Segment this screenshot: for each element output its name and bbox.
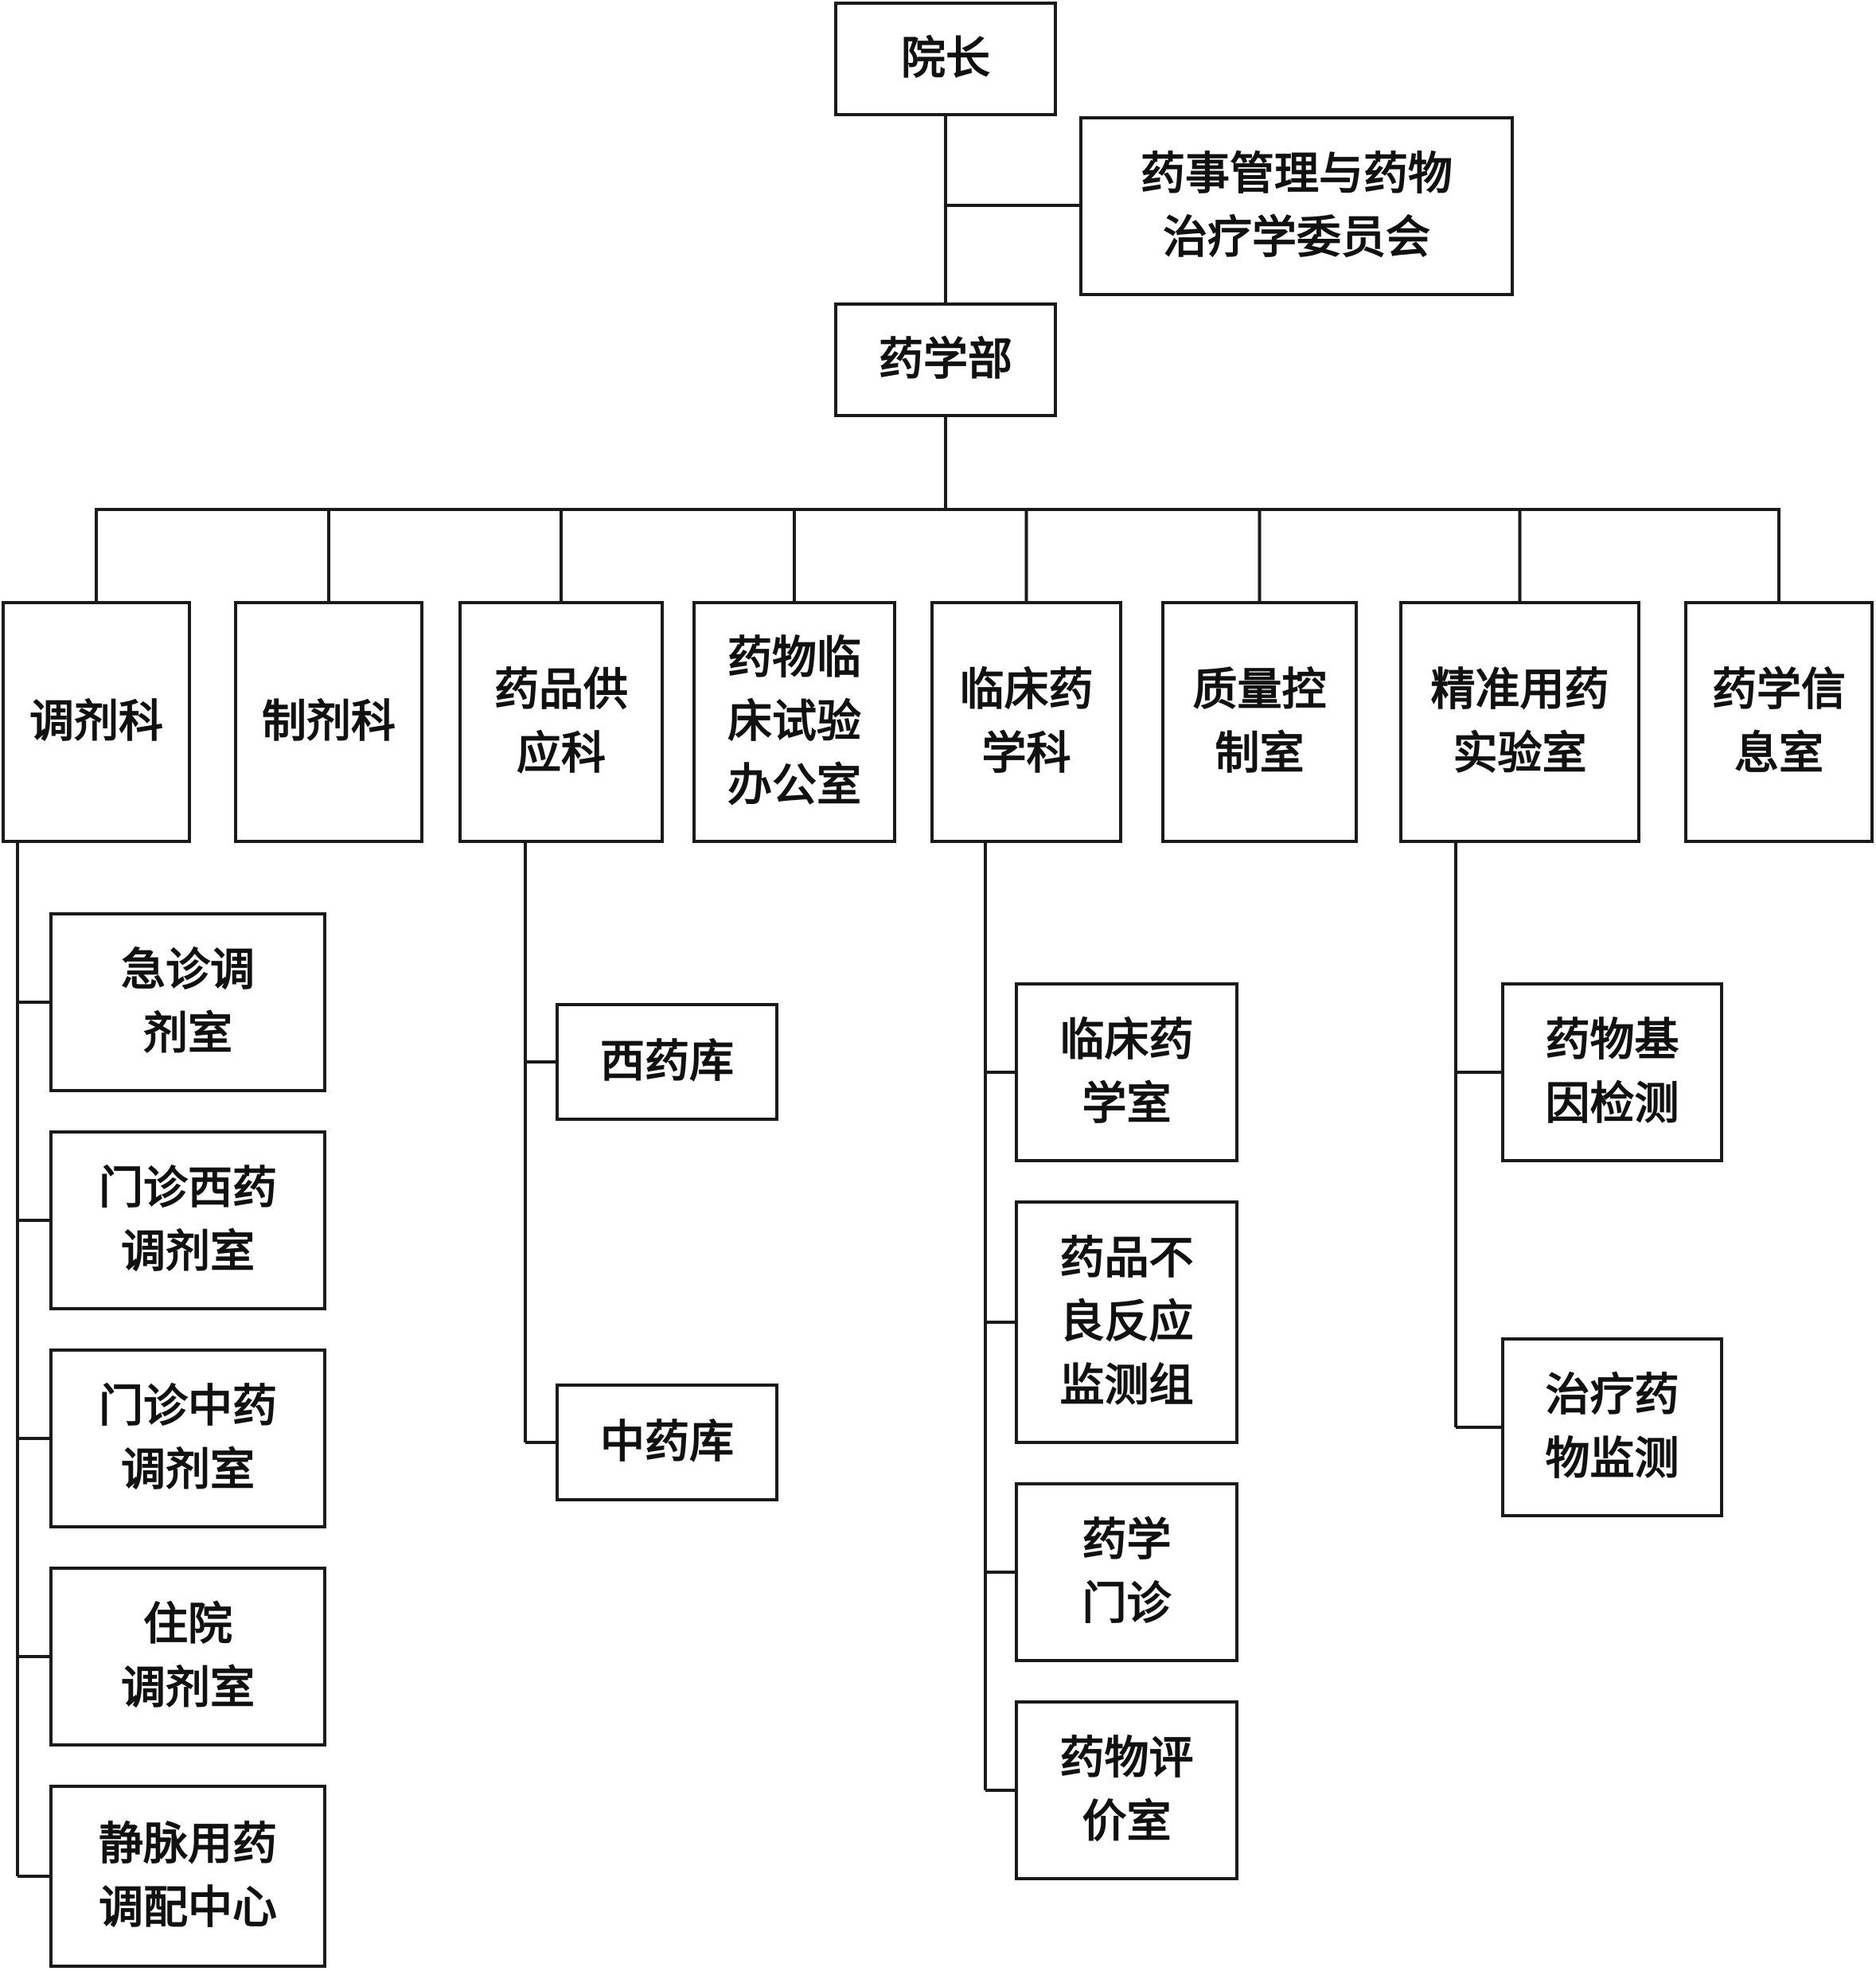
unit-dispensing-label-line: 调剂科 xyxy=(29,697,163,748)
committee-node-box xyxy=(1079,116,1514,296)
unit-clinical-pharmacy-sub-node-label-line: 门诊 xyxy=(1082,1579,1172,1630)
unit-dispensing-sub-node-label-line: 静脉用药 xyxy=(99,1819,277,1871)
unit-precision-lab-sub-node-label-line: 因检测 xyxy=(1546,1079,1679,1130)
unit-dispensing-sub-node-label-line: 调剂室 xyxy=(121,1445,255,1497)
pharmacy-dept-node-label-line: 药学部 xyxy=(879,334,1012,386)
unit-dispensing-sub-node-label-line: 调剂室 xyxy=(121,1663,255,1715)
unit-supply-label-line: 应科 xyxy=(517,728,606,780)
unit-dispensing-sub-node-box xyxy=(49,1348,326,1528)
unit-clinical-pharmacy-sub-node-label-line: 临床药 xyxy=(1060,1015,1194,1067)
unit-supply-label-line: 药品供 xyxy=(494,665,628,716)
unit-dispensing-sub-node-label-line: 门诊中药 xyxy=(99,1381,277,1433)
unit-supply-sub-node-label-line: 中药库 xyxy=(600,1417,734,1469)
unit-dispensing-sub-node-box xyxy=(49,1567,326,1747)
unit-dispensing-sub-node-box xyxy=(49,912,326,1092)
unit-clinical-pharmacy-sub-node-label-line: 良反应 xyxy=(1060,1297,1194,1348)
unit-info-room-box xyxy=(1684,601,1874,843)
unit-clinical-pharmacy-sub-node-box xyxy=(1015,1200,1238,1444)
unit-clinical-pharmacy-box xyxy=(930,601,1122,843)
unit-dispensing-sub-node-label-line: 住院 xyxy=(143,1599,232,1651)
unit-dispensing-box xyxy=(2,601,191,843)
unit-info-room-label-line: 息室 xyxy=(1734,728,1823,780)
unit-dispensing-sub-node-label-line: 剂室 xyxy=(143,1009,232,1060)
pharmacy-dept-node: 药学部 xyxy=(834,302,1057,417)
unit-precision-lab-label-line: 精准用药 xyxy=(1431,665,1609,716)
unit-clinical-trial-label-line: 床试验 xyxy=(727,697,861,748)
unit-clinical-pharmacy-sub-node-label-line: 监测组 xyxy=(1060,1360,1194,1412)
committee-node-label-line: 药事管理与药物 xyxy=(1141,149,1453,201)
unit-quality-control-label-line: 制室 xyxy=(1215,728,1305,780)
unit-dispensing-sub-node-label-line: 急诊调 xyxy=(121,945,255,997)
unit-quality-control-label-line: 质量控 xyxy=(1193,665,1327,716)
unit-clinical-pharmacy-label-line: 临床药 xyxy=(960,665,1094,716)
unit-preparation-box xyxy=(234,601,423,843)
unit-clinical-trial-label-line: 药物临 xyxy=(727,633,861,685)
unit-quality-control-box xyxy=(1161,601,1358,843)
unit-supply-sub-node-label-line: 西药库 xyxy=(600,1036,734,1088)
unit-clinical-pharmacy-sub-node-box xyxy=(1015,1700,1238,1880)
unit-precision-lab-box xyxy=(1399,601,1640,843)
director-node-box xyxy=(834,2,1057,116)
unit-supply-sub-node: 中药库 xyxy=(556,1384,778,1501)
unit-clinical-pharmacy-label-line: 学科 xyxy=(982,728,1071,780)
unit-precision-lab-sub-node-box xyxy=(1501,1337,1723,1517)
unit-dispensing: 调剂科 xyxy=(2,601,191,843)
unit-precision-lab-sub-node-label-line: 治疗药 xyxy=(1546,1370,1679,1422)
unit-dispensing-sub-node-label-line: 调配中心 xyxy=(99,1883,277,1934)
unit-clinical-pharmacy-sub-node-label-line: 药学 xyxy=(1082,1515,1172,1567)
director-node: 院长 xyxy=(834,2,1057,116)
unit-clinical-pharmacy-sub-node-label-line: 学室 xyxy=(1082,1079,1172,1130)
unit-preparation-label-line: 制剂科 xyxy=(262,697,396,748)
unit-preparation: 制剂科 xyxy=(234,601,423,843)
unit-clinical-pharmacy-sub-node-box xyxy=(1015,982,1238,1162)
director-node-label-line: 院长 xyxy=(901,33,990,85)
connectors xyxy=(16,115,1780,1878)
unit-clinical-pharmacy-sub-node-box xyxy=(1015,1482,1238,1662)
unit-supply-sub-node-box xyxy=(556,1003,778,1121)
unit-dispensing-sub-node-box xyxy=(49,1785,326,1968)
unit-precision-lab-sub-node-box xyxy=(1501,982,1723,1162)
committee-node-label-line: 治疗学委员会 xyxy=(1163,213,1430,264)
unit-dispensing-sub-node-label-line: 调剂室 xyxy=(121,1227,255,1278)
unit-clinical-trial-box xyxy=(692,601,896,843)
unit-dispensing-sub-node-box xyxy=(49,1130,326,1310)
unit-clinical-pharmacy-sub-node-label-line: 价室 xyxy=(1082,1797,1172,1848)
unit-clinical-pharmacy-sub-node-label-line: 药物评 xyxy=(1060,1733,1194,1785)
unit-precision-lab-label-line: 实验室 xyxy=(1453,728,1587,780)
unit-precision-lab-sub-node-label-line: 药物基 xyxy=(1546,1015,1679,1067)
unit-clinical-pharmacy-sub-node-label-line: 药品不 xyxy=(1060,1233,1194,1285)
unit-dispensing-sub-node-label-line: 门诊西药 xyxy=(99,1163,277,1215)
unit-supply-box xyxy=(458,601,664,843)
unit-precision-lab-sub-node-label-line: 物监测 xyxy=(1546,1434,1679,1485)
unit-info-room-label-line: 药学信 xyxy=(1712,665,1846,716)
unit-supply-sub-node: 西药库 xyxy=(556,1003,778,1121)
unit-clinical-trial-label-line: 办公室 xyxy=(727,760,861,812)
pharmacy-dept-node-box xyxy=(834,302,1057,417)
unit-supply-sub-node-box xyxy=(556,1384,778,1501)
